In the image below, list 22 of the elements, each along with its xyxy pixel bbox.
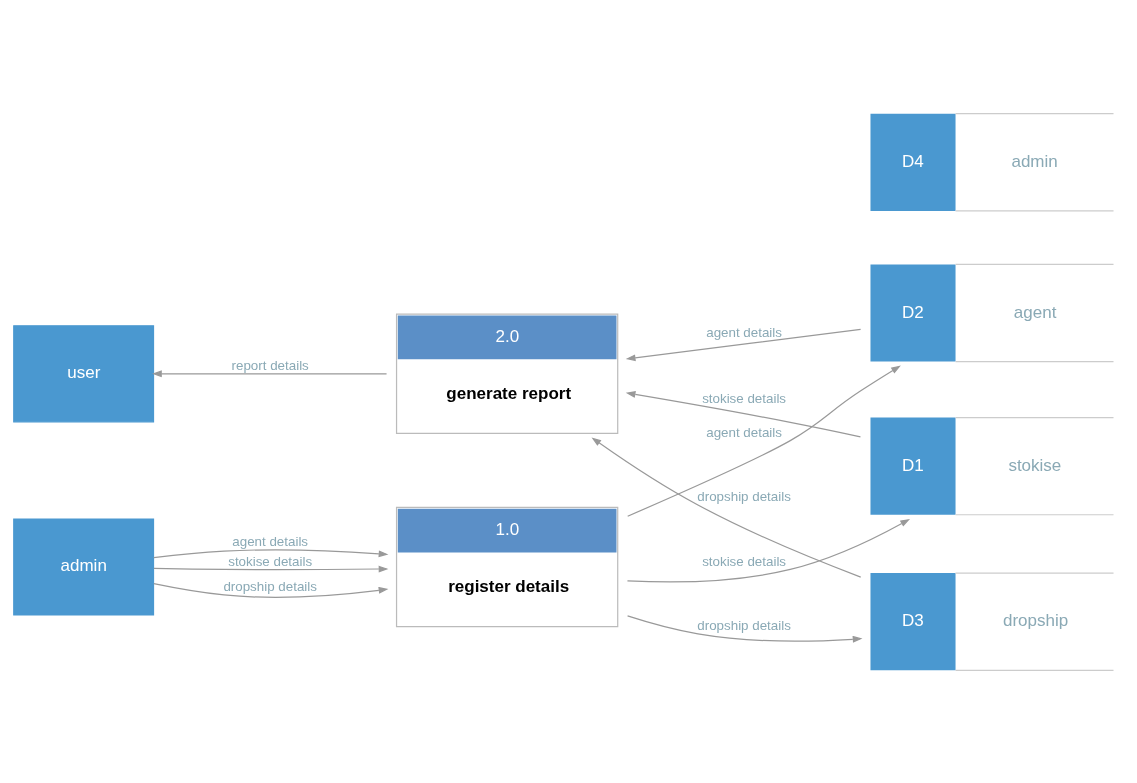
edge-label: stokise details [702, 553, 787, 569]
edge-label: stokise details [702, 390, 787, 406]
edge-label: dropship details [223, 578, 317, 594]
arrow [626, 614, 863, 643]
arrow [591, 436, 862, 578]
edge-label: dropship details [697, 617, 791, 633]
edge-label: dropship details [697, 488, 791, 504]
edge-label: agent details [706, 424, 782, 440]
arrow [625, 328, 862, 361]
edge-label: agent details [706, 324, 782, 340]
arrow [625, 390, 862, 437]
edge-label: stokise details [228, 553, 313, 569]
arrow [627, 365, 901, 517]
arrow [153, 582, 389, 598]
arrow [626, 518, 911, 583]
arrow [152, 369, 388, 377]
node-box: admin [13, 517, 155, 616]
edge-label: report details [231, 357, 309, 373]
arrow [153, 548, 389, 558]
arrow [153, 565, 389, 572]
node-box: user [13, 324, 155, 422]
edge-label: agent details [232, 533, 309, 549]
